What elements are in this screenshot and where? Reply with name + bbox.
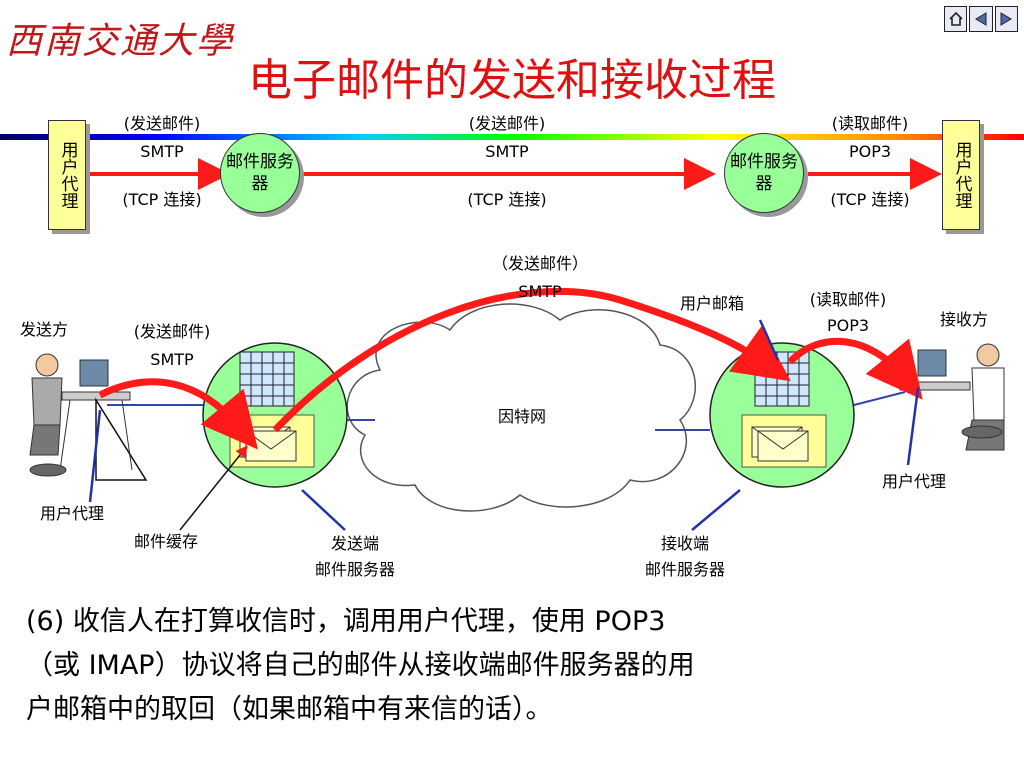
recv-mail-cache [741,414,827,468]
prev-button[interactable] [969,6,993,32]
description-text: (6) 收信人在打算收信时，调用用户代理，使用 POP3 （或 IMAP）协议将… [26,600,1011,732]
mail-cache-label: 邮件缓存 [134,532,199,551]
description-line-1: (6) 收信人在打算收信时，调用用户代理，使用 POP3 [26,606,666,637]
top-user-agent-left: 用户代理 [48,120,86,230]
nav-buttons [944,6,1018,34]
prev-arrow-icon [975,12,987,26]
send-server-label: 发送端 [330,534,379,553]
next-button[interactable] [994,6,1018,32]
top-seg2-action: (发送邮件) [468,114,546,133]
recv-server-label-2: 邮件服务器 [644,560,725,579]
send-action-left: (发送邮件) [133,322,211,341]
top-seg3-conn: (TCP 连接) [830,190,910,209]
university-logo: 西南交通大學 [6,21,235,62]
send-server-grid [239,351,295,407]
send-action-mid: （发送邮件） [491,254,588,273]
top-seg2-protocol: SMTP [485,142,529,161]
top-seg1-conn: (TCP 连接) [122,190,202,209]
read-protocol: POP3 [826,316,870,335]
top-mail-server-1: 邮件服务器 [220,133,300,213]
sender-label: 发送方 [20,320,69,339]
arrow-mailbox-to-receiver [787,337,923,400]
top-seg1-action: (发送邮件) [123,114,201,133]
internet-label: 因特网 [498,407,547,426]
receiver-computer [899,343,1005,451]
user-agent-left-label: 用户代理 [40,504,105,523]
rainbow-line [0,134,1024,140]
arrow-cache-to-mailbox [272,287,791,433]
top-seg2-conn: (TCP 连接) [467,190,547,209]
mailbox-label: 用户邮箱 [680,294,745,313]
top-seg3-action: (读取邮件) [831,114,909,133]
recv-server-label: 接收端 [660,534,709,553]
send-server-label-2: 邮件服务器 [314,560,395,579]
receiver-label: 接收方 [940,310,989,329]
top-seg1-protocol: SMTP [140,142,184,161]
home-icon [949,11,963,26]
send-protocol-left: SMTP [150,350,194,369]
top-mail-server-2: 邮件服务器 [724,133,804,213]
home-button[interactable] [944,6,968,32]
next-arrow-icon [1000,12,1013,26]
arrow-sender-to-cache [98,378,258,450]
top-user-agent-right: 用户代理 [942,120,980,230]
top-seg3-protocol: POP3 [848,142,892,161]
page-title: 电子邮件的发送和接收过程 [248,55,776,106]
internet-cloud [346,303,697,512]
send-mail-cache [229,414,315,468]
user-agent-right-label: 用户代理 [882,472,947,491]
description-line-3: 户邮箱中的取回（如果邮箱中有来信的话）。 [26,694,553,725]
description-line-2: （或 IMAP）协议将自己的邮件从接收端邮件服务器的用 [26,650,695,681]
sender-computer [29,353,148,481]
send-protocol-mid: SMTP [518,282,562,301]
read-action: (读取邮件) [809,290,887,309]
